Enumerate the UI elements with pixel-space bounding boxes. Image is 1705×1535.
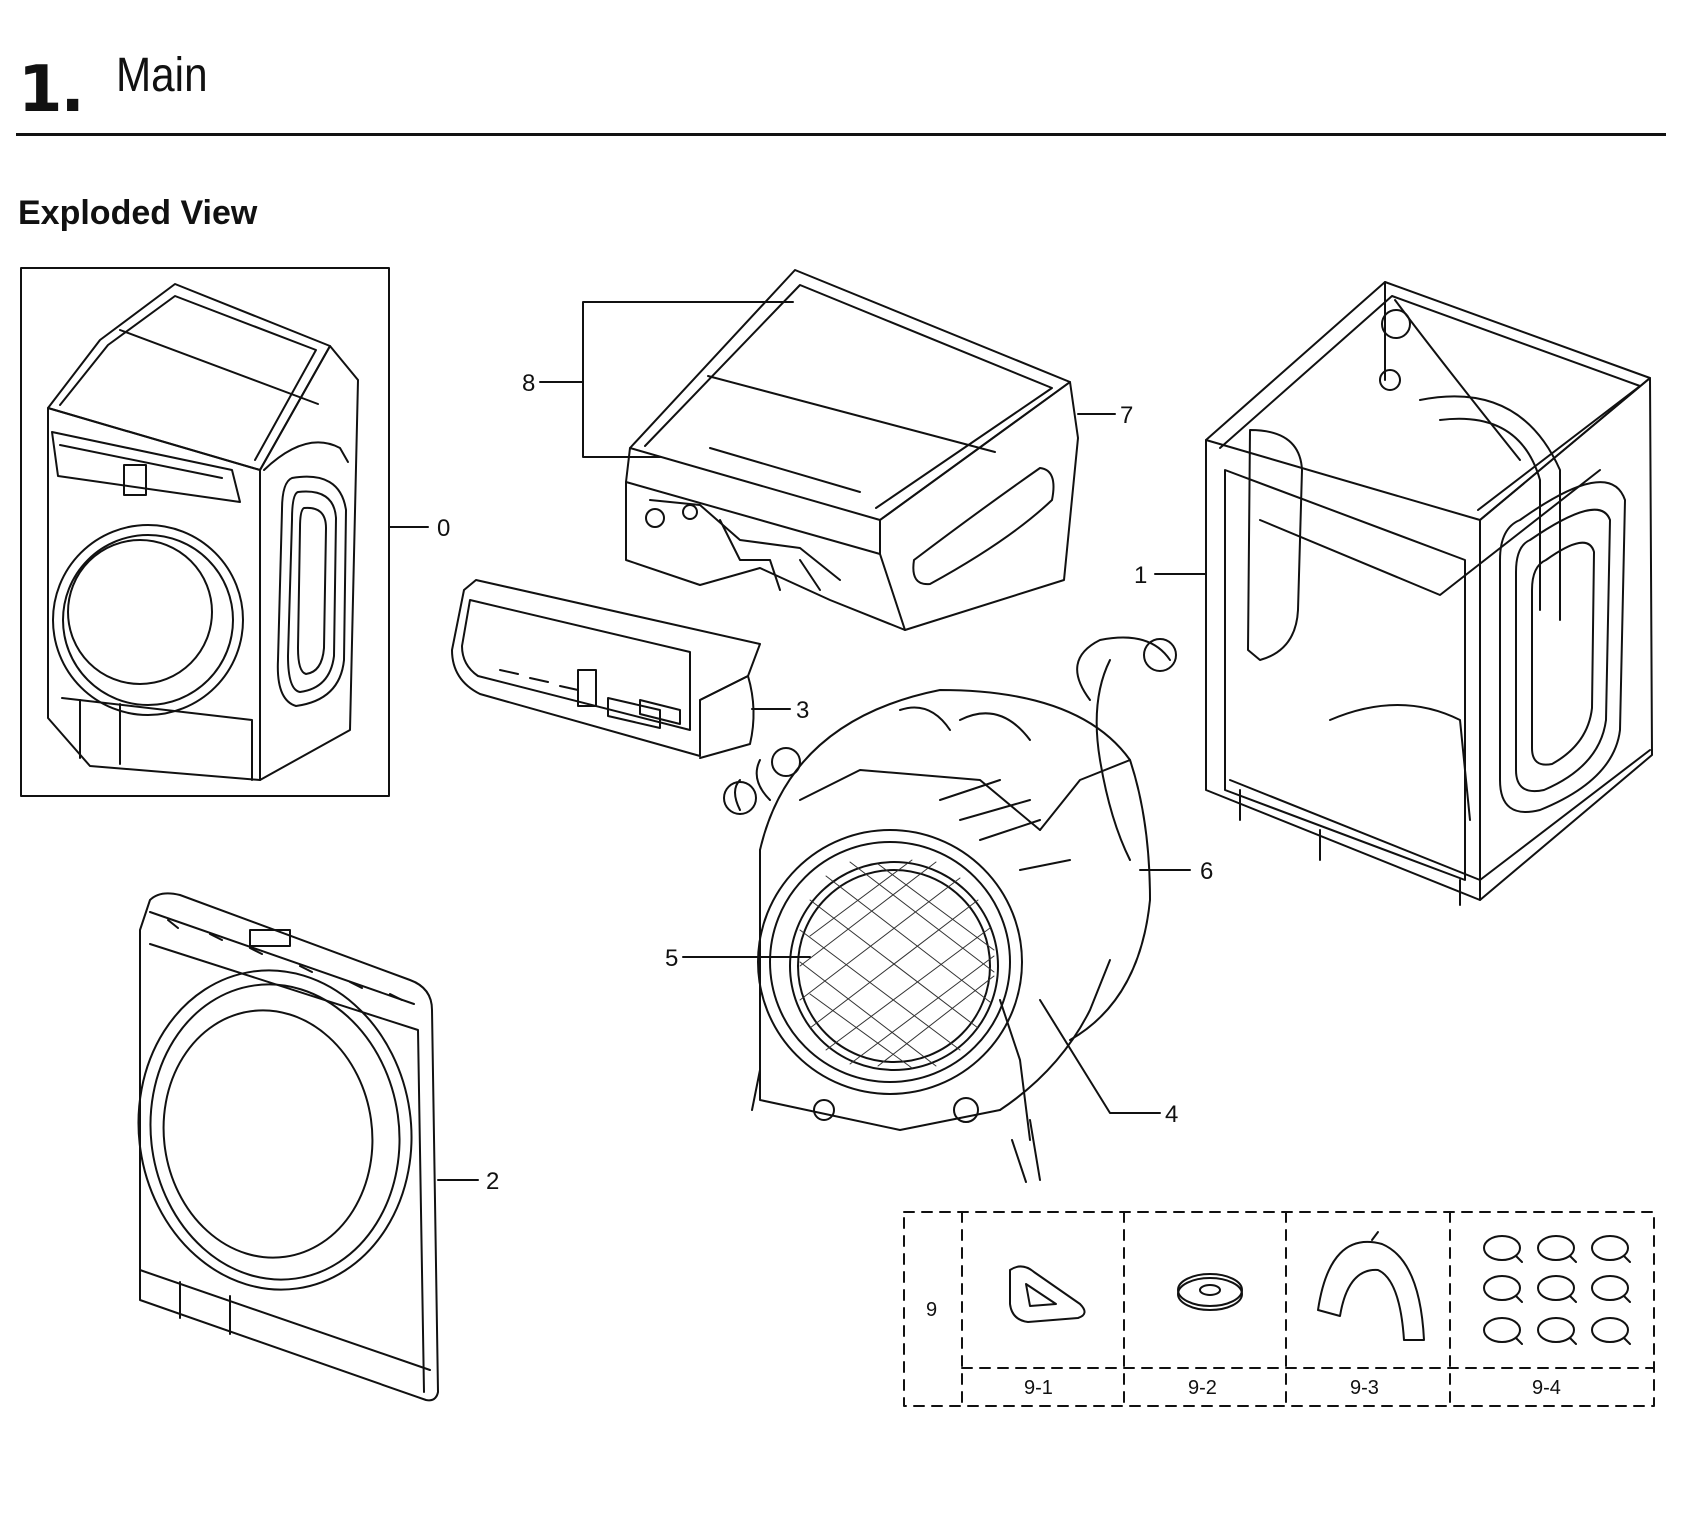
kit-item-9-1: 9-1 [1024,1377,1053,1399]
callout-7: 7 [1120,402,1133,429]
part-2-front-panel [137,892,439,1402]
part-0-assembled-washer [20,267,390,797]
part-7-8-top-cover [625,269,1079,631]
kit-item-9-4: 9-4 [1532,1377,1561,1399]
part-1-cabinet-frame [1205,281,1653,906]
kit-item-9-2: 9-2 [1188,1377,1217,1399]
callout-0: 0 [437,515,450,542]
part-3-control-panel [451,579,761,759]
callout-labels: 0 8 7 1 3 6 5 4 2 9 9-1 9-2 9-3 9-4 [437,370,1561,1399]
callout-6: 6 [1200,858,1213,885]
header-divider [16,133,1666,136]
kit-label: 9 [926,1299,937,1321]
callout-3: 3 [796,697,809,724]
exploded-view-title: Exploded View [18,194,258,232]
callout-1: 1 [1134,562,1147,589]
callout-4: 4 [1165,1101,1178,1128]
callout-5: 5 [665,945,678,972]
part-4-5-6-tub-assembly [723,636,1177,1183]
section-number: 1. [18,53,85,127]
part-9-kit-box [903,1211,1655,1407]
kit-item-9-3: 9-3 [1350,1377,1379,1399]
leader-lines [388,301,1207,1181]
callout-8: 8 [522,370,535,397]
section-title: Main [116,49,208,102]
callout-2: 2 [486,1168,499,1195]
